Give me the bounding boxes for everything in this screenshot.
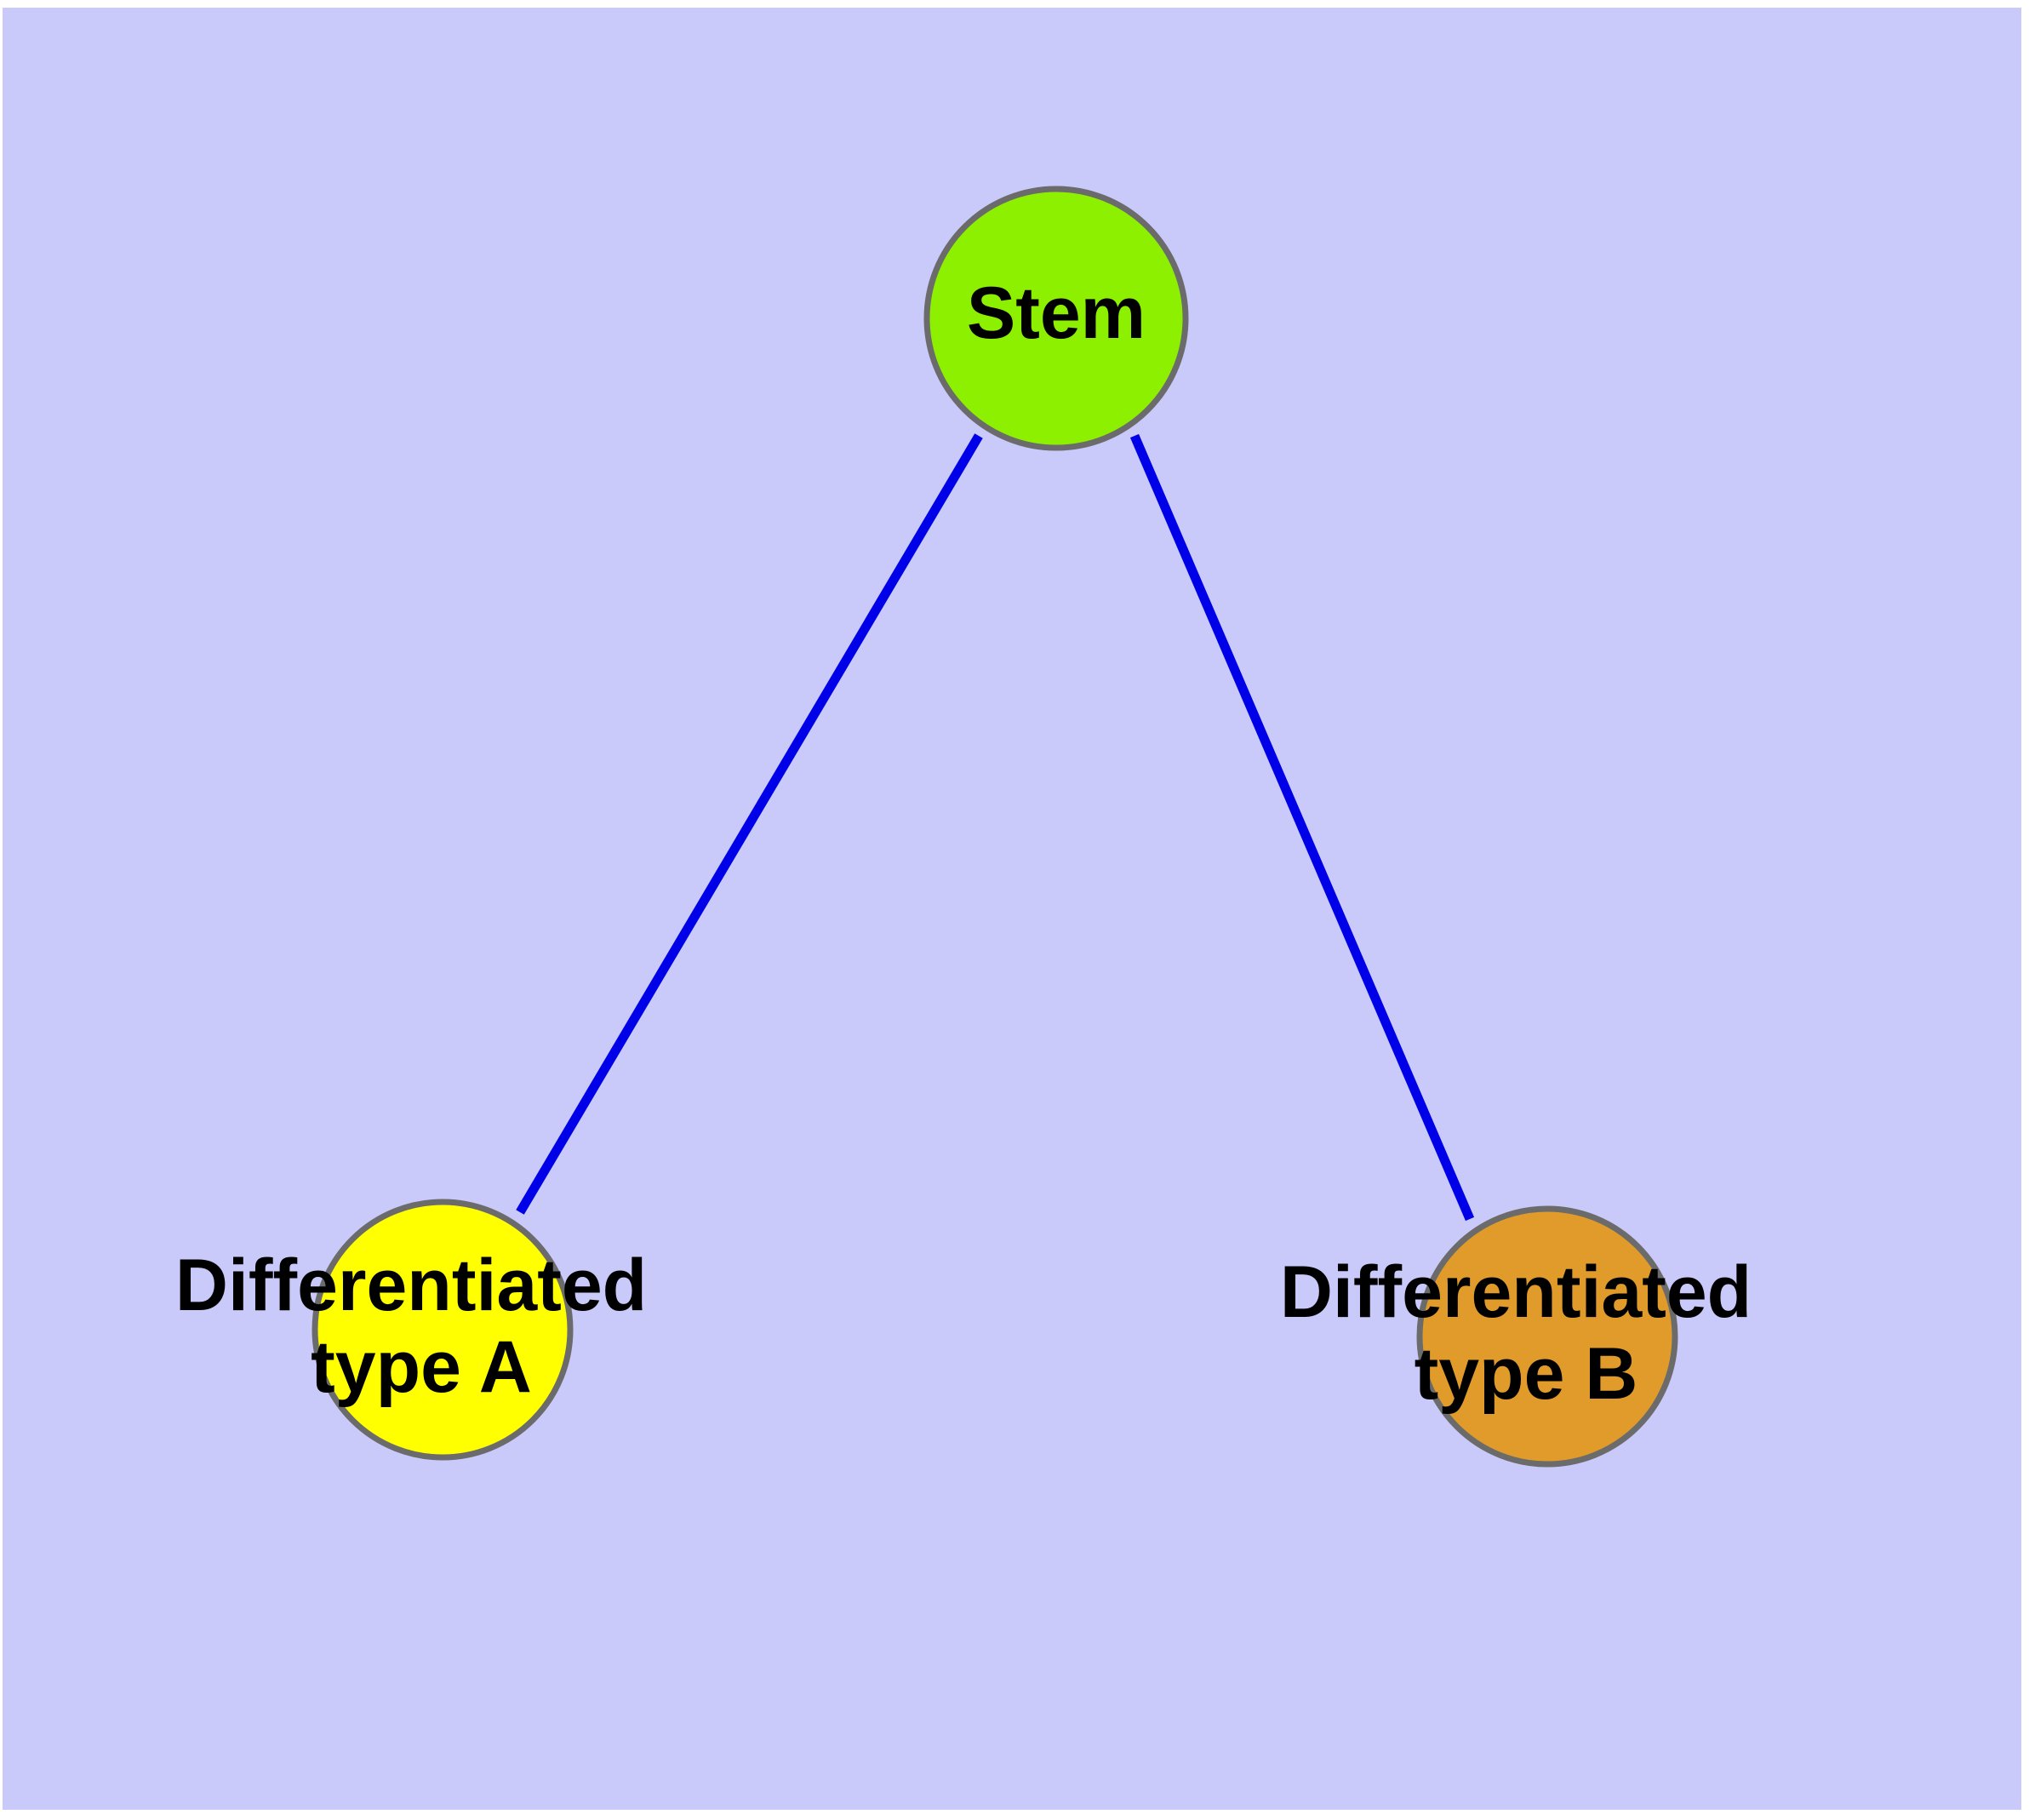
node-differentiated-b-label: Differentiated type B (1280, 1251, 1772, 1415)
node-differentiated-b-circle[interactable] (1416, 1205, 1678, 1468)
node-stem-circle[interactable] (923, 186, 1189, 451)
network-graph: Stem Differentiated type A Differentiate… (175, 186, 1772, 1468)
node-differentiated-b-label-line-2: type B (1415, 1333, 1638, 1415)
node-stem-label: Stem (967, 272, 1146, 354)
node-differentiated-a-label-line-1: Differentiated (175, 1245, 647, 1326)
node-stem[interactable]: Stem (923, 186, 1189, 451)
node-differentiated-b[interactable]: Differentiated type B (1280, 1205, 1772, 1468)
node-differentiated-b-label-line-1: Differentiated (1280, 1251, 1752, 1333)
node-differentiated-a-label-line-2: type A (311, 1326, 532, 1408)
node-differentiated-a[interactable]: Differentiated type A (175, 1199, 667, 1461)
node-differentiated-a-label: Differentiated type A (175, 1245, 667, 1408)
node-differentiated-a-circle[interactable] (311, 1199, 574, 1461)
node-stem-label-line-1: Stem (967, 272, 1146, 354)
node-layer: Stem Differentiated type A Differentiate… (175, 186, 1772, 1468)
edge-layer (516, 433, 1475, 1222)
edge-stem-to-differentiated-a[interactable] (516, 433, 983, 1215)
edge-stem-to-differentiated-b[interactable] (1129, 433, 1475, 1222)
diagram-plot-area: Stem Differentiated type A Differentiate… (3, 8, 2021, 1810)
